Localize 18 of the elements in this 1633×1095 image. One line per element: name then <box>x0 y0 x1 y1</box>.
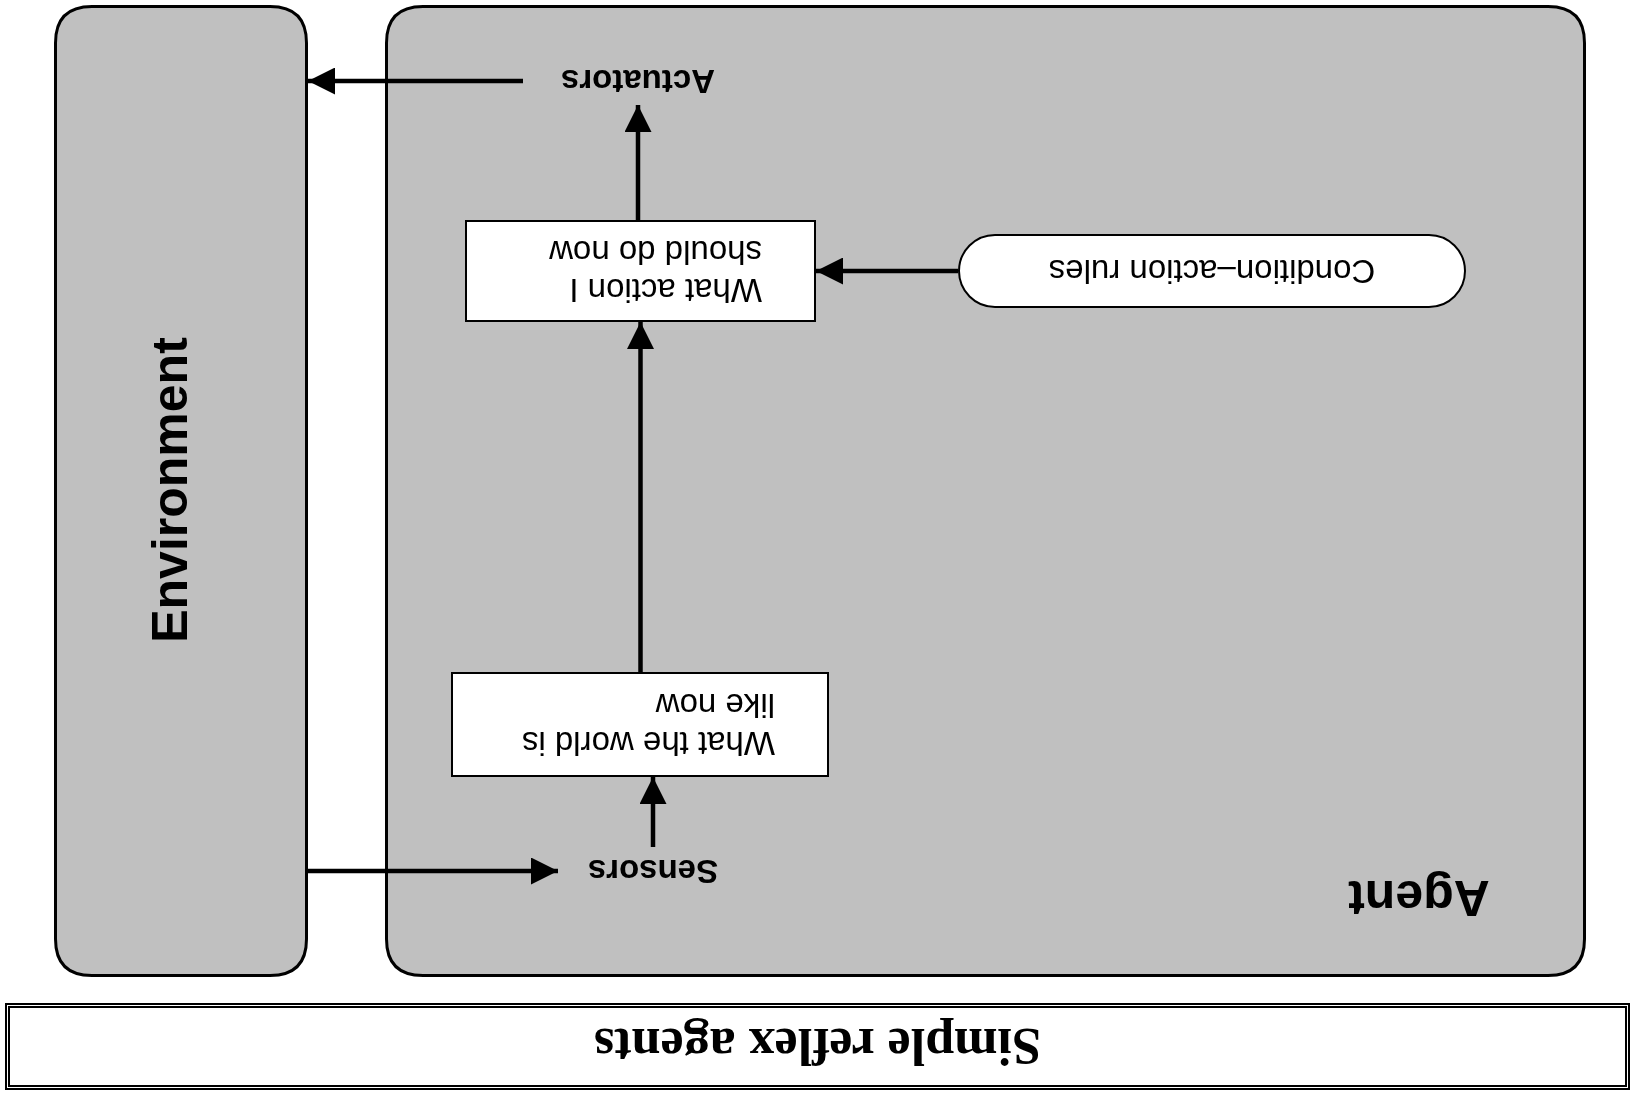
component-label: Sensors <box>587 852 719 890</box>
environment-panel <box>54 5 308 977</box>
arrow <box>627 322 654 672</box>
component-label: Actuators <box>561 62 715 100</box>
process-box <box>465 220 816 322</box>
arrow <box>308 67 523 95</box>
arrow <box>816 257 958 285</box>
box-label: What action I should do now <box>548 233 762 309</box>
panel-title: Environment <box>141 337 199 643</box>
panel-title: Agent <box>1348 869 1490 927</box>
box-label: What the world is like now <box>520 686 775 763</box>
arrow <box>639 777 667 847</box>
title: Simple reflex agents <box>594 1017 1041 1076</box>
box-label: Condition–action rules <box>1048 252 1376 290</box>
process-box <box>451 672 829 777</box>
agent-panel <box>385 5 1586 977</box>
arrow <box>308 857 558 885</box>
arrow <box>624 105 652 220</box>
